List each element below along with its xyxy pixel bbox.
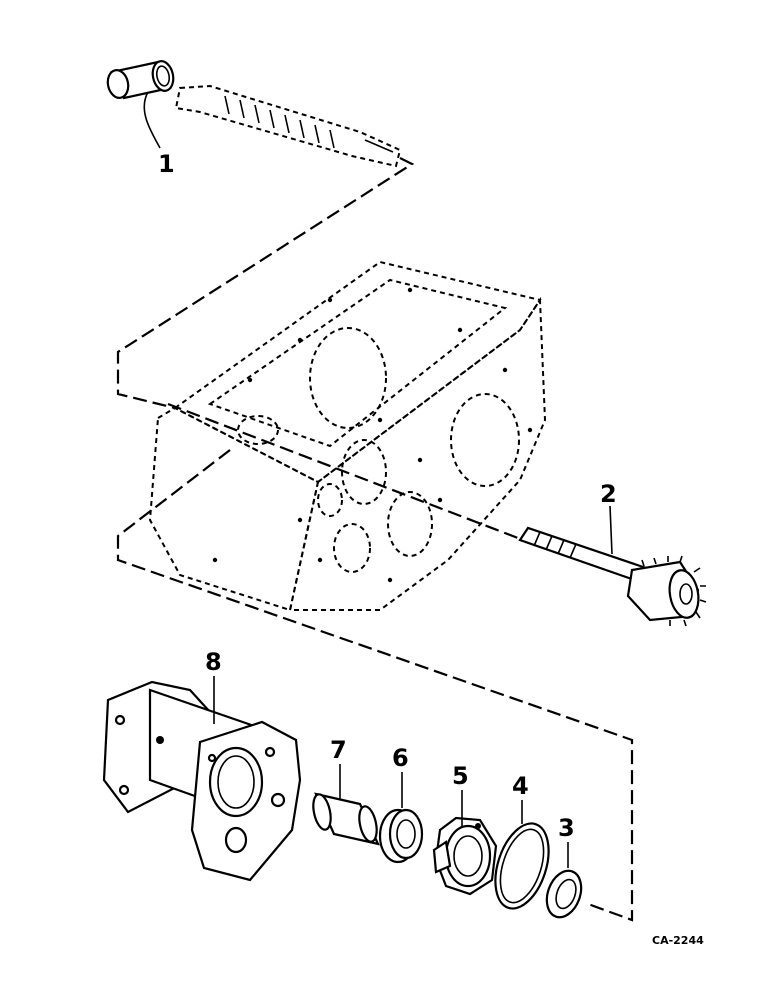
part-3-seal: 3: [545, 814, 583, 919]
callout-4: 4: [512, 772, 529, 800]
callout-6: 6: [392, 744, 409, 772]
reference-code: CA-2244: [652, 934, 704, 947]
part-5-retainer: 5: [432, 762, 498, 896]
part-6-bearing: 6: [378, 744, 424, 864]
callout-2: 2: [600, 480, 617, 508]
callout-1: 1: [158, 150, 175, 178]
assembly-guide-lines: [116, 157, 634, 922]
callout-5: 5: [452, 762, 469, 790]
transmission-case: [148, 260, 547, 612]
part-8-housing: 8: [102, 648, 302, 882]
callout-8: 8: [205, 648, 222, 676]
part-1-bushing-and-shaft: 1: [106, 60, 402, 178]
part-7-sleeve: 7: [312, 736, 380, 846]
part-4-snap-ring: 4: [494, 772, 550, 910]
callout-7: 7: [330, 736, 347, 764]
part-2-shaft-with-gear: 2: [518, 480, 707, 627]
callout-3: 3: [558, 814, 575, 842]
